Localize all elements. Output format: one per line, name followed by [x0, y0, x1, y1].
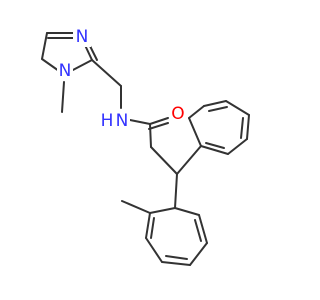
bond [198, 214, 208, 244]
amide-n-label: N [116, 111, 129, 131]
tolyl-ring-bottom [145, 207, 208, 266]
imidazole-n3-label: N [76, 27, 89, 47]
bond [189, 242, 208, 266]
bond [174, 207, 200, 216]
bond [149, 123, 152, 148]
structure-canvas: N N N H O [41, 27, 250, 266]
bond [208, 106, 228, 112]
bond [188, 105, 205, 119]
bond [200, 145, 229, 155]
bond [70, 59, 93, 72]
n-methyl-bond [61, 81, 65, 113]
bond [188, 117, 202, 147]
bond [161, 261, 191, 266]
atom-labels: N N N H O [57, 27, 187, 131]
bond [148, 122, 169, 130]
bond [227, 138, 248, 155]
bond [129, 119, 151, 125]
bond [165, 255, 188, 260]
bond [246, 114, 250, 140]
molecule-structure: N N N H O [41, 27, 250, 266]
bond [149, 117, 169, 125]
bond [203, 100, 227, 107]
bond [150, 146, 178, 175]
bond [174, 173, 178, 209]
imidazole-n1-label: N [59, 61, 72, 81]
bond [91, 59, 122, 87]
bond [145, 212, 151, 239]
bond [205, 142, 225, 149]
imidazole-ring [41, 32, 98, 72]
bond [41, 32, 48, 60]
bond [225, 100, 250, 116]
bond [176, 145, 202, 175]
bond [150, 217, 155, 239]
bond [145, 237, 163, 263]
bond [194, 219, 202, 242]
amide-h-label: H [101, 111, 114, 131]
bond [149, 207, 176, 214]
bond [41, 58, 60, 72]
phenyl-ring-top [176, 100, 250, 175]
bond [240, 117, 244, 139]
aryl-methyl-bond [121, 200, 151, 214]
carbonyl-o-label: O [171, 104, 184, 124]
